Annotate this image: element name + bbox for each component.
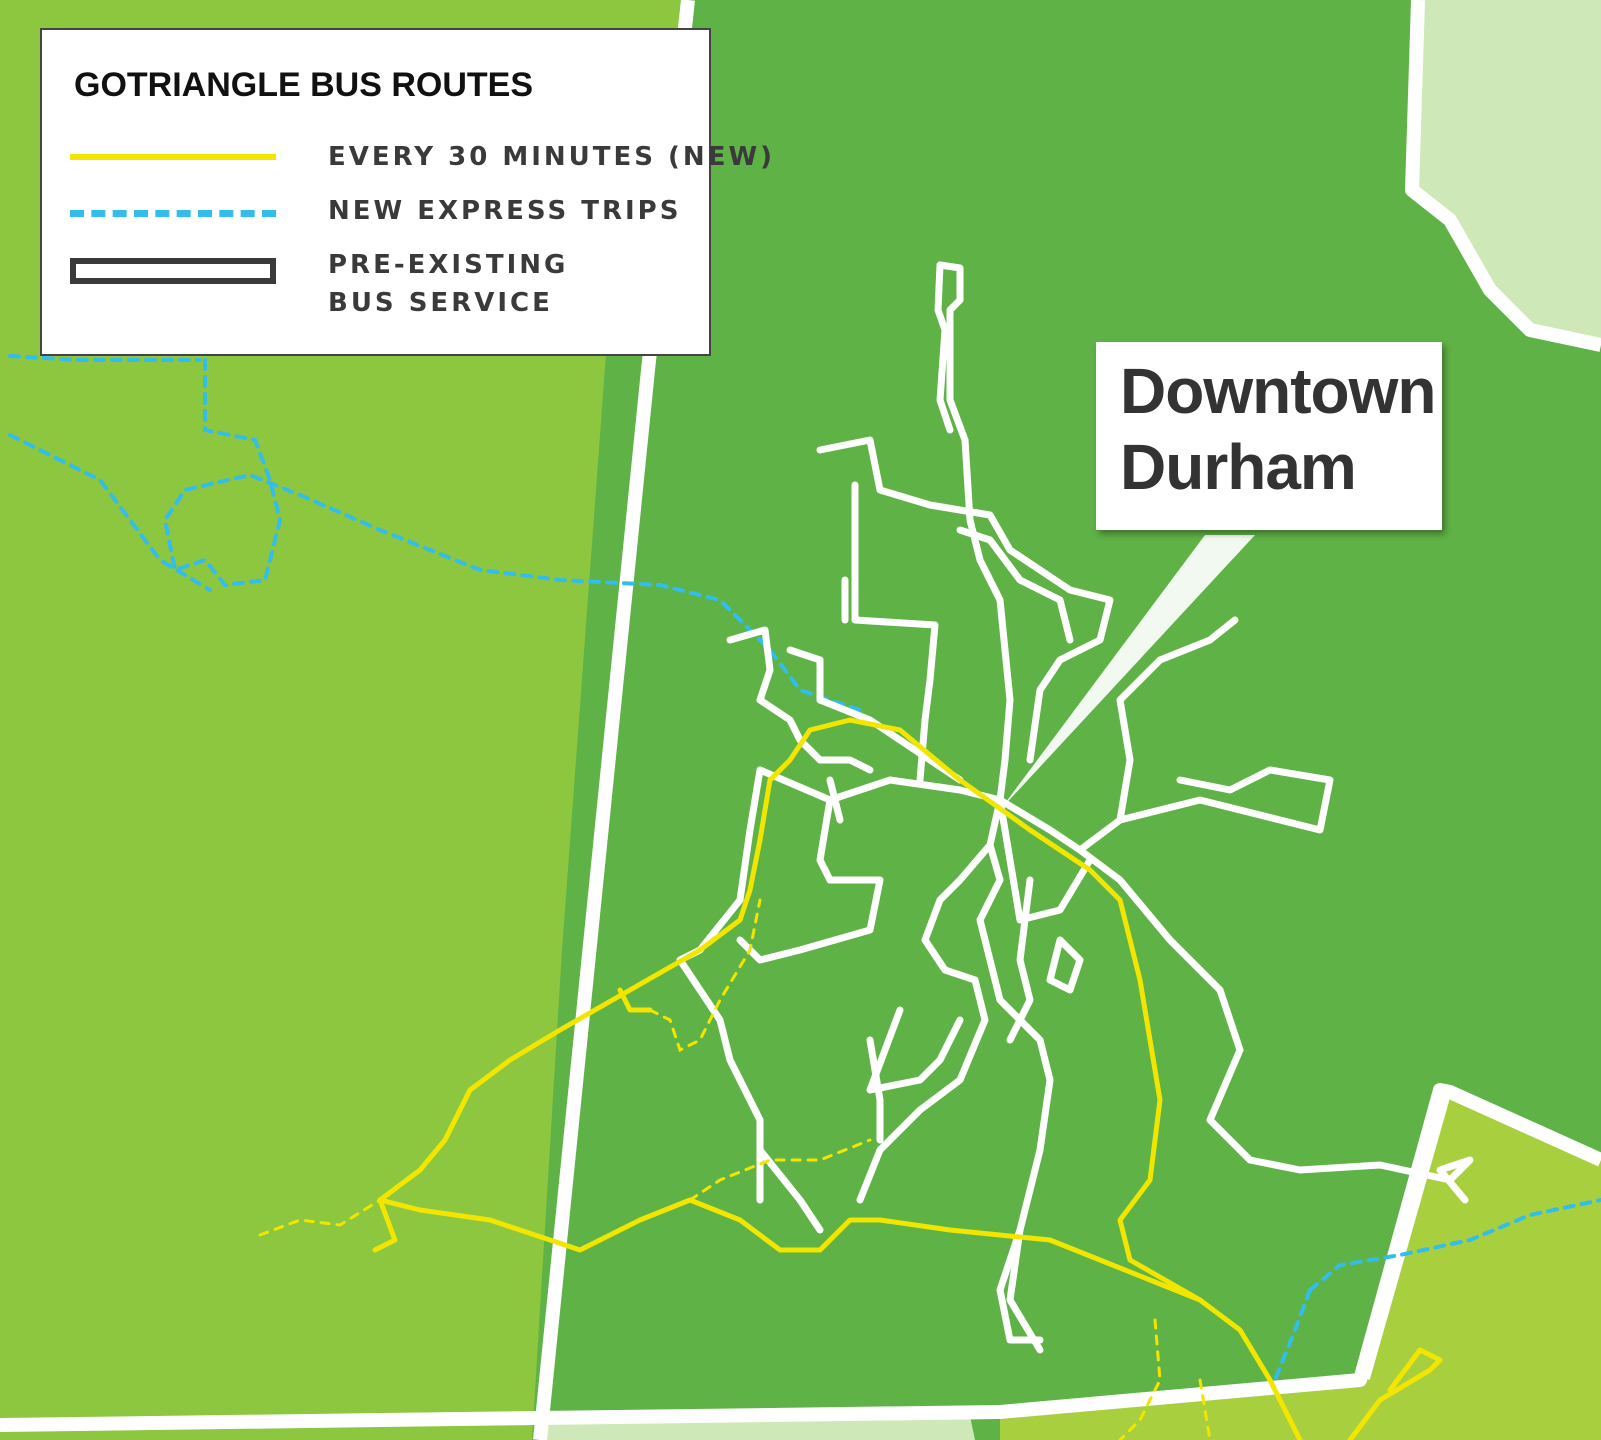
express-routes bbox=[8, 354, 1601, 1382]
yellow-line-swatch bbox=[70, 154, 276, 160]
downtown-durham-callout: Downtown Durham bbox=[1096, 342, 1442, 530]
boundary-northeast bbox=[1405, 0, 1601, 352]
existing-routes bbox=[676, 261, 1474, 1354]
callout-line-downtown: Downtown bbox=[1120, 355, 1436, 427]
legend-label-new-express-trips: NEW EXPRESS TRIPS bbox=[328, 196, 682, 226]
blue-dashed-line-swatch bbox=[70, 210, 276, 217]
legend-title: GOTRIANGLE BUS ROUTES bbox=[74, 66, 534, 104]
boundary-southeast-inner bbox=[1356, 1088, 1452, 1380]
legend: GOTRIANGLE BUS ROUTES EVERY 30 MINUTES (… bbox=[40, 28, 772, 356]
legend-label-every-30-minutes: EVERY 30 MINUTES (NEW) bbox=[328, 142, 776, 172]
express-yellow-dashed bbox=[258, 898, 1212, 1440]
double-line-swatch bbox=[70, 258, 276, 284]
legend-item-new-express-trips: NEW EXPRESS TRIPS bbox=[70, 192, 710, 232]
every-30-min-routes bbox=[372, 717, 1443, 1440]
legend-label-bus-service: BUS SERVICE bbox=[328, 288, 553, 318]
pale-region-northeast bbox=[1410, 0, 1601, 345]
legend-item-pre-existing-bus-service: PRE-EXISTING BUS SERVICE bbox=[70, 246, 710, 326]
callout-pointer bbox=[1000, 535, 1255, 810]
legend-label-pre-existing: PRE-EXISTING bbox=[328, 250, 569, 280]
legend-item-every-30-minutes: EVERY 30 MINUTES (NEW) bbox=[70, 138, 772, 178]
callout-line-durham: Durham bbox=[1120, 431, 1357, 503]
